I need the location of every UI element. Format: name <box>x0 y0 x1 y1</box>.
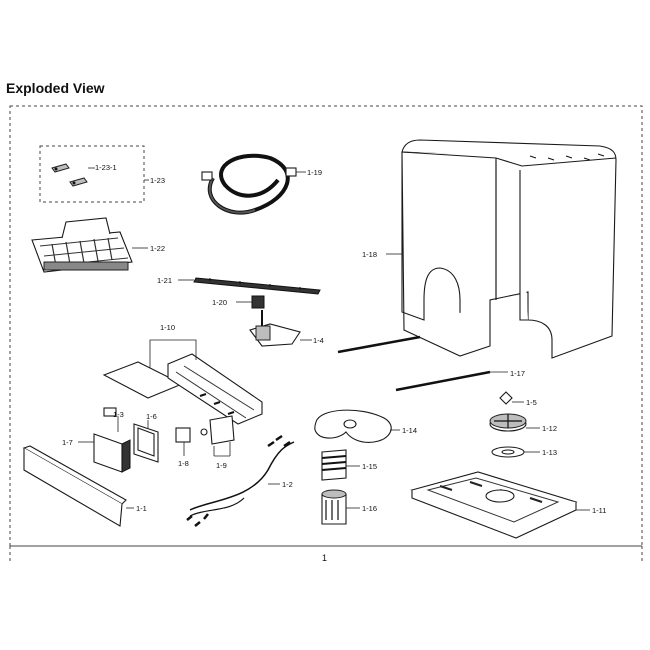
part-label-1-14: 1-14 <box>402 426 417 435</box>
switch-bracket <box>175 427 191 456</box>
part-labels: 1-23-1 1-23 1-19 1-22 1-18 1-21 1-20 1-4… <box>62 163 606 515</box>
part-label-1-23: 1-23 <box>150 176 165 185</box>
part-label-1-10: 1-10 <box>160 323 175 332</box>
display-window <box>133 420 159 463</box>
part-label-1-13: 1-13 <box>542 448 557 457</box>
part-label-1-1: 1-1 <box>136 504 147 513</box>
part-label-1-8: 1-8 <box>178 459 189 468</box>
part-label-1-18: 1-18 <box>362 250 377 259</box>
part-label-1-12: 1-12 <box>542 424 557 433</box>
part-label-1-20: 1-20 <box>212 298 227 307</box>
spray-arm-nut <box>236 295 265 309</box>
sump-pump <box>321 449 360 481</box>
part-label-1-4: 1-4 <box>313 336 324 345</box>
tub-cover <box>386 139 617 359</box>
part-label-1-21: 1-21 <box>157 276 172 285</box>
part-label-1-15: 1-15 <box>362 462 377 471</box>
part-label-1-2: 1-2 <box>282 480 293 489</box>
page-title: Exploded View <box>6 80 105 96</box>
part-label-1-5: 1-5 <box>526 398 537 407</box>
rod-lower <box>395 370 508 392</box>
spray-arm <box>178 277 321 295</box>
base-frame <box>410 471 590 539</box>
part-label-1-11: 1-11 <box>592 506 606 515</box>
display-module <box>78 433 131 473</box>
bottom-number: 1 <box>322 553 327 563</box>
part-label-1-16: 1-16 <box>362 504 377 513</box>
part-label-1-7: 1-7 <box>62 438 73 447</box>
wire-harness <box>186 434 295 527</box>
spray-arm-holder <box>249 310 312 347</box>
door-switch <box>200 415 235 457</box>
part-label-1-17: 1-17 <box>510 369 525 378</box>
part-label-1-3: 1-3 <box>113 410 124 419</box>
dispenser-plate <box>314 409 400 443</box>
part-label-1-6: 1-6 <box>146 412 157 421</box>
rod-upper <box>337 335 421 354</box>
display-pcb <box>103 407 119 432</box>
part-label-1-9: 1-9 <box>216 461 227 470</box>
hinge-brackets <box>39 145 149 203</box>
drain-hose <box>201 153 306 215</box>
cap-screw <box>499 391 524 405</box>
part-label-1-19: 1-19 <box>307 168 322 177</box>
control-panel-assembly <box>102 339 263 425</box>
seal-ring <box>491 446 540 458</box>
impeller <box>489 413 540 432</box>
cutlery-basket <box>31 217 148 273</box>
front-panel <box>22 445 134 527</box>
part-label-1-23-1: 1-23-1 <box>95 163 117 172</box>
part-label-1-22: 1-22 <box>150 244 165 253</box>
filter-cup <box>321 489 360 525</box>
